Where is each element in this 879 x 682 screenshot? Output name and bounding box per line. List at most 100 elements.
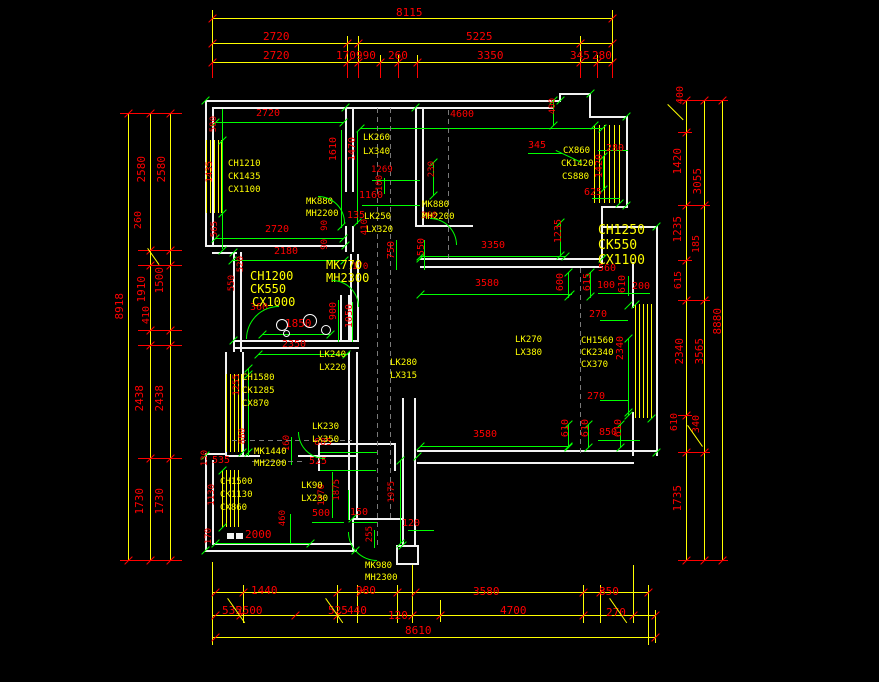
dim-label: 550 — [416, 238, 427, 257]
annotation-label: CH1250 — [598, 223, 645, 238]
dimension-extension — [138, 458, 182, 459]
wall-segment — [242, 352, 244, 456]
dimension-line — [384, 178, 385, 194]
dim-label: 1730 — [153, 488, 166, 515]
wall-segment — [417, 545, 419, 565]
dim-label: 440 — [347, 604, 367, 617]
wall-segment — [559, 93, 561, 102]
hidden-line — [232, 440, 352, 441]
dim-label: 1440 — [251, 584, 278, 597]
dimension-line — [362, 205, 420, 206]
dimension-line — [598, 440, 640, 441]
annotation-label: CH1200 — [250, 269, 294, 283]
annotation-label: CX1000 — [252, 295, 296, 309]
annotation-label: LK250 — [364, 212, 392, 222]
annotation-label: MH2200 — [422, 212, 455, 222]
dim-label: 1730 — [133, 488, 146, 515]
annotation-label: MH2200 — [254, 459, 287, 469]
dimension-chain-line — [643, 304, 644, 418]
annotation-label: CH1580 — [242, 373, 275, 383]
dimension-line — [553, 100, 554, 126]
dim-label: 410 — [141, 306, 152, 325]
dim-label: 345 — [528, 140, 547, 151]
dim-label: 610 — [669, 413, 680, 432]
dim-label: 600 — [555, 273, 566, 292]
dimension-chain-line — [234, 374, 235, 452]
wall-segment — [318, 443, 396, 445]
wall-segment — [212, 107, 214, 247]
dimension-chain-line — [170, 113, 171, 560]
dimension-chain-line — [234, 470, 235, 527]
dimension-extension — [380, 63, 381, 78]
dim-label: 2180 — [274, 246, 299, 257]
dimension-chain-line — [604, 125, 605, 203]
dim-label: 850 — [599, 427, 618, 438]
dimension-chain-line — [655, 610, 656, 643]
door-swing-arc — [348, 532, 377, 561]
dimension-chain-line — [686, 100, 687, 560]
wall-segment — [345, 226, 347, 252]
fixture-circle — [276, 319, 288, 331]
dimension-chain-line — [600, 585, 601, 623]
annotation-label: CX860 — [220, 503, 248, 513]
dimension-chain-line — [639, 304, 640, 418]
wall-segment — [656, 226, 658, 456]
dim-label: 185 — [691, 235, 702, 254]
dim-label: 1435 — [205, 161, 215, 183]
dim-label: 8115 — [396, 6, 423, 19]
wall-segment — [205, 550, 357, 552]
dim-label: 2438 — [153, 385, 166, 412]
dim-label: 170 — [336, 49, 356, 62]
wall-segment — [298, 455, 356, 457]
dim-label: 100 — [375, 175, 385, 192]
annotation-label: LK230 — [312, 422, 340, 432]
dimension-line — [588, 424, 589, 448]
annotation-label: MK980 — [365, 561, 393, 571]
dim-label: 1130 — [207, 484, 217, 506]
fixture-circle — [321, 325, 331, 335]
wall-segment — [357, 254, 359, 342]
dim-label: 880 — [238, 428, 248, 445]
dim-label: 460 — [278, 510, 288, 527]
annotation-label: CH1500 — [220, 477, 253, 487]
wall-segment — [396, 545, 419, 547]
dimension-chain-line — [128, 113, 129, 560]
dimension-line — [215, 122, 343, 123]
dimension-line — [215, 238, 343, 239]
dimension-line — [348, 490, 349, 520]
dimension-chain-line — [212, 592, 648, 593]
dim-label: 1050 — [344, 304, 355, 329]
dimension-chain-line — [358, 36, 359, 78]
dimension-extension — [138, 265, 182, 266]
dimension-extension — [580, 63, 581, 78]
dim-label: 2438 — [133, 385, 146, 412]
dimension-extension — [417, 63, 418, 78]
dim-label: 2350 — [282, 339, 307, 350]
dimension-chain-line — [150, 113, 151, 560]
dimension-chain-line — [619, 125, 620, 203]
dimension-chain-line — [230, 374, 231, 452]
wall-segment — [348, 352, 350, 520]
dim-label: 525 — [309, 456, 328, 467]
annotation-label: MH2300 — [365, 573, 398, 583]
dimension-line — [215, 543, 311, 544]
dim-label: 535 — [222, 604, 242, 617]
dim-label: 3350 — [481, 240, 506, 251]
annotation-label: LK260 — [363, 133, 391, 143]
dimension-line — [433, 162, 434, 196]
dimension-chain-line — [583, 585, 584, 623]
annotation-label: LX315 — [390, 371, 418, 381]
dim-label: 1470 — [347, 137, 358, 162]
dim-label: 1235 — [553, 219, 564, 244]
dimension-chain-line — [609, 125, 610, 203]
dim-label: 260 — [388, 49, 408, 62]
dim-label: 625 — [584, 187, 603, 198]
wall-segment — [340, 295, 342, 342]
annotation-label: CK2340 — [581, 348, 614, 358]
dim-label: 4600 — [450, 109, 475, 120]
dim-label: 2720 — [256, 108, 281, 119]
dimension-chain-line — [212, 637, 655, 638]
dimension-line — [341, 130, 342, 228]
dim-label: 90 — [320, 239, 330, 250]
